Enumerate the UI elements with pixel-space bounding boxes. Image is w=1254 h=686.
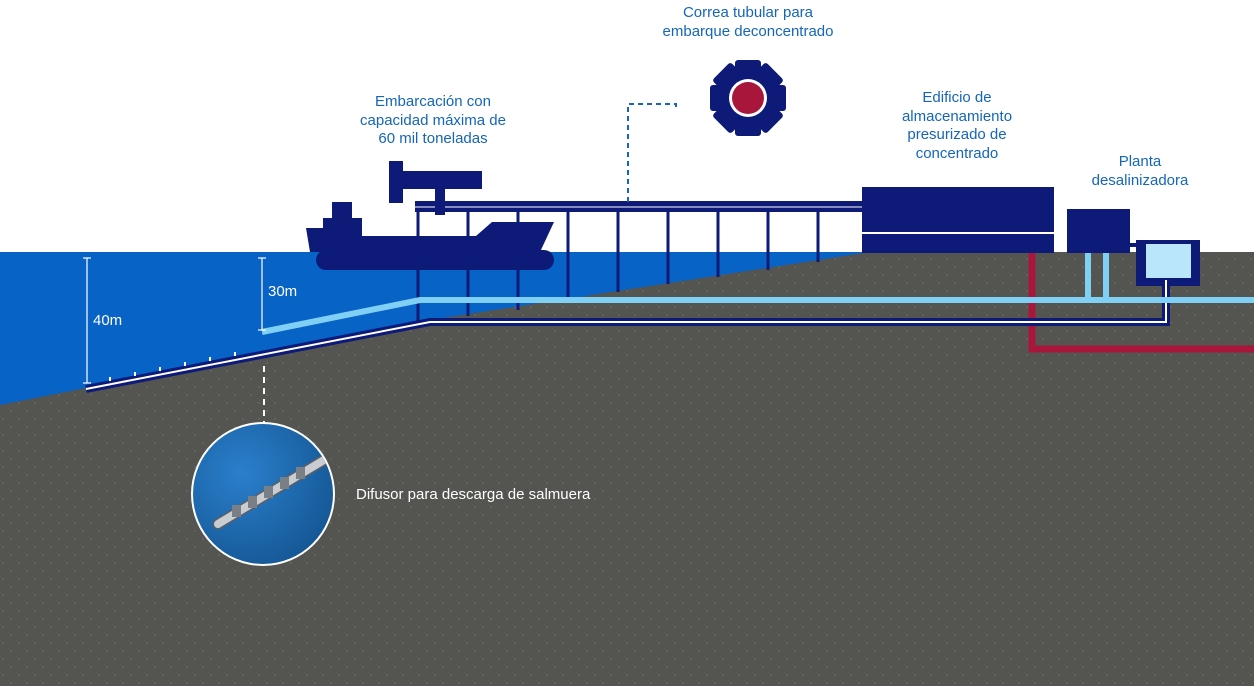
diffuser-nozzles bbox=[109, 352, 236, 381]
conveyor-label-line-1: Correa tubular para bbox=[682, 4, 814, 21]
storage-label: Edificio de almacenamiento presurizado d… bbox=[872, 89, 1042, 163]
desal-label-line-2: desalinizadora bbox=[1091, 171, 1189, 189]
storage-building bbox=[862, 187, 1054, 253]
depth-label-deep: 40m bbox=[93, 312, 123, 329]
storage-label-line-2: almacenamiento bbox=[901, 107, 1013, 125]
ground-texture bbox=[0, 252, 1254, 686]
desal-label-line-1: Planta bbox=[1118, 153, 1162, 170]
desal-label: Planta desalinizadora bbox=[1074, 153, 1206, 190]
desal-tank-water bbox=[1146, 244, 1191, 278]
storage-label-line-1: Edificio de bbox=[922, 89, 992, 106]
depth-label-shallow: 30m bbox=[268, 283, 298, 300]
storage-label-line-3: presurizado de bbox=[907, 126, 1007, 143]
ship bbox=[306, 161, 554, 270]
conveyor-label: Correa tubular para embarque deconcentra… bbox=[620, 4, 876, 41]
diffuser-label: Difusor para descarga de salmuera bbox=[356, 486, 591, 503]
plant-pipes bbox=[1085, 253, 1254, 303]
conveyor-section-icon bbox=[710, 60, 786, 136]
depth-marker-deep bbox=[83, 257, 91, 384]
ship-label: Embarcación con capacidad máxima de 60 m… bbox=[318, 93, 548, 149]
conveyor-leader bbox=[627, 103, 677, 202]
ship-label-line-1: Embarcación con bbox=[375, 93, 491, 110]
desal-plant bbox=[1067, 209, 1130, 253]
depth-marker-shallow bbox=[258, 257, 266, 331]
ship-label-line-3: 60 mil toneladas bbox=[378, 130, 488, 147]
seawater-pipe bbox=[261, 297, 1254, 335]
conveyor-label-line-2: embarque deconcentrado bbox=[662, 22, 834, 40]
diffuser-detail bbox=[191, 422, 335, 566]
red-pipe bbox=[1028, 253, 1254, 353]
storage-label-line-4: concentrado bbox=[915, 144, 999, 162]
ship-label-line-2: capacidad máxima de bbox=[360, 111, 506, 129]
